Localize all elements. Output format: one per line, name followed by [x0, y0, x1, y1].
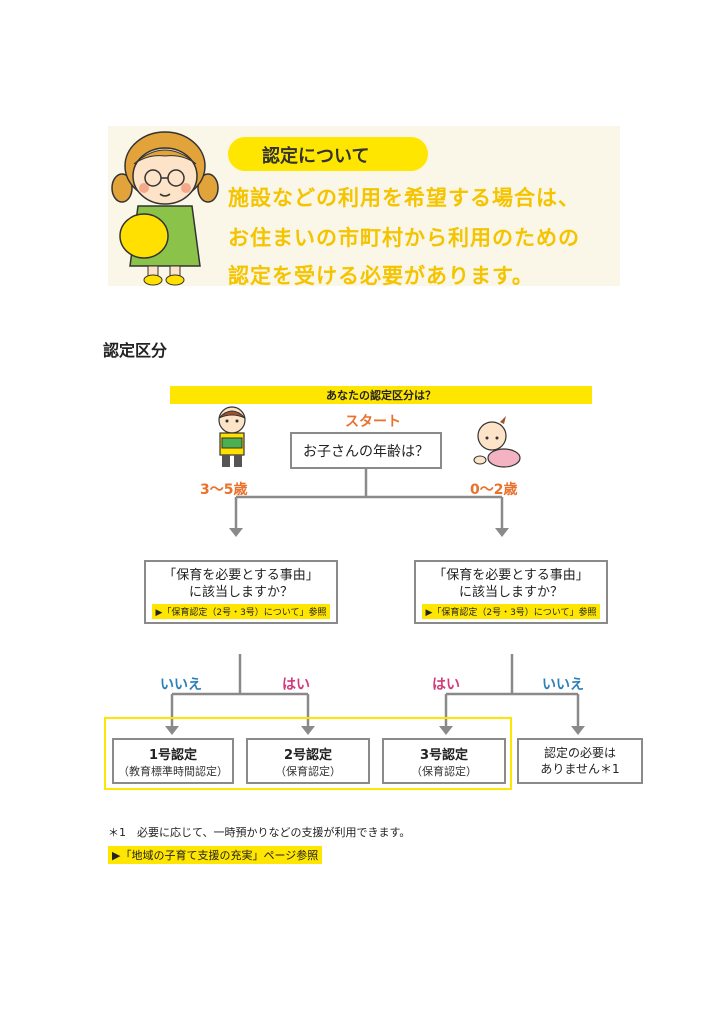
section-title: 認定区分: [103, 341, 168, 360]
age-label-3-5: 3〜5歳: [200, 482, 248, 498]
reason-line-2: に該当しますか？: [458, 585, 563, 600]
answer-yes-left: はい: [282, 677, 310, 693]
age-question-box: お子さんの年齢は？: [290, 432, 442, 469]
reason-line-1: 「保育を必要とする事由」: [433, 568, 589, 583]
answer-no-left: いいえ: [160, 677, 202, 693]
age-label-0-2: 0〜2歳: [470, 482, 518, 498]
certification-group-frame: [104, 717, 512, 790]
baby-illustration: [473, 416, 521, 468]
result-title: 3号認定: [419, 747, 469, 763]
result-subtitle: （保育認定）: [275, 764, 341, 778]
result-type-3: 3号認定 （保育認定）: [382, 738, 506, 784]
no-need-line-2: ありません＊1: [540, 762, 620, 776]
no-certification-needed-box: 認定の必要は ありません＊1: [517, 738, 643, 784]
answer-no-right: いいえ: [542, 677, 584, 693]
result-title: 2号認定: [283, 747, 333, 763]
boy-illustration: [218, 406, 246, 467]
result-type-2: 2号認定 （保育認定）: [246, 738, 370, 784]
answer-yes-right: はい: [432, 677, 460, 693]
reason-line-2: に該当しますか？: [188, 585, 293, 600]
footnote: ＊1 必要に応じて、一時預かりなどの支援が利用できます。: [108, 826, 411, 839]
banner-line-1: 施設などの利用を希望する場合は、: [228, 186, 580, 210]
banner-line-2: お住まいの市町村から利用のための: [228, 226, 580, 250]
result-subtitle: （保育認定）: [411, 764, 477, 778]
result-subtitle: （教育標準時間認定）: [118, 764, 228, 778]
question-bar: [170, 386, 592, 404]
reason-reference-chip: ▶「保育認定（2号・3号）について」参照: [152, 604, 330, 619]
banner-pill: [228, 137, 428, 171]
reason-reference-chip: ▶「保育認定（2号・3号）について」参照: [422, 604, 600, 619]
reason-box-right: 「保育を必要とする事由」 に該当しますか？ ▶「保育認定（2号・3号）について」…: [414, 560, 608, 624]
result-title: 1号認定: [148, 747, 198, 763]
start-label: スタート: [345, 414, 401, 430]
banner-pill-label: 認定について: [262, 146, 370, 167]
girl-illustration: [111, 131, 219, 286]
no-need-line-1: 認定の必要は: [543, 746, 616, 760]
footer-reference-chip: ▶「地域の子育て支援の充実」ページ参照: [108, 846, 323, 864]
question-bar-label: あなたの認定区分は？: [326, 389, 436, 402]
reason-line-1: 「保育を必要とする事由」: [163, 568, 319, 583]
banner-line-3: 認定を受ける必要があります。: [228, 264, 534, 288]
result-type-1: 1号認定 （教育標準時間認定）: [112, 738, 234, 784]
reason-box-left: 「保育を必要とする事由」 に該当しますか？ ▶「保育認定（2号・3号）について」…: [144, 560, 338, 624]
